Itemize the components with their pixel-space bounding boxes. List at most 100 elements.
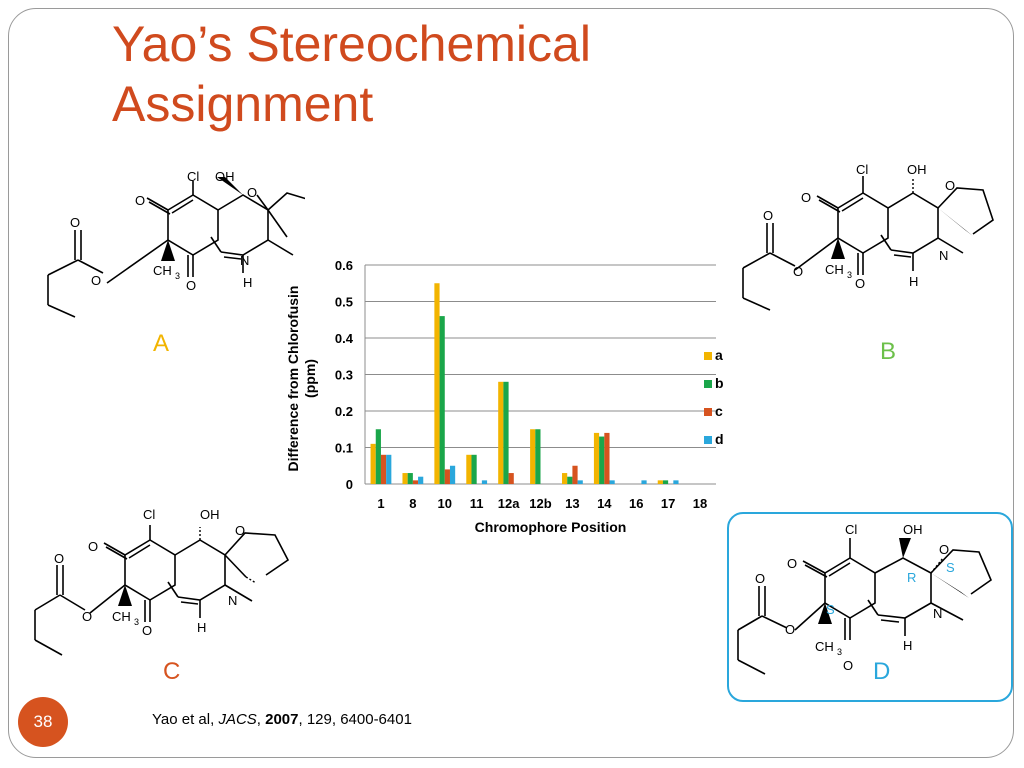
structure-d: Cl OH O N H O O O O CH 3 R S S bbox=[733, 518, 1009, 688]
atom-n: N bbox=[228, 593, 237, 608]
legend-label-c: c bbox=[715, 403, 723, 419]
bar bbox=[508, 473, 514, 484]
x-tick-label: 8 bbox=[409, 496, 416, 511]
atom-cl: Cl bbox=[845, 522, 857, 537]
bar bbox=[530, 429, 536, 484]
y-tick-label: 0 bbox=[346, 477, 353, 492]
bar bbox=[599, 436, 605, 484]
bar bbox=[562, 473, 568, 484]
structure-d-highlight-box bbox=[727, 512, 1013, 702]
y-axis-title-line1: Difference from Chlorofusin bbox=[285, 286, 301, 472]
structure-a: Cl OH O N H O O O O CH 3 bbox=[35, 165, 308, 325]
x-tick-label: 17 bbox=[661, 496, 675, 511]
atom-o-ring: O bbox=[939, 542, 949, 557]
legend-label-b: b bbox=[715, 375, 724, 391]
atom-o-ketone: O bbox=[855, 276, 865, 291]
x-axis-title: Chromophore Position bbox=[475, 519, 627, 535]
citation-sep: , bbox=[256, 711, 266, 728]
slide-number-badge: 38 bbox=[18, 697, 68, 747]
atom-o-carbonyl: O bbox=[763, 208, 773, 223]
atom-oh: OH bbox=[907, 162, 927, 177]
bar bbox=[466, 454, 472, 484]
atom-oh: OH bbox=[903, 522, 923, 537]
atom-n: N bbox=[939, 248, 948, 263]
atom-o-ester: O bbox=[793, 264, 803, 279]
y-tick-label: 0.6 bbox=[335, 258, 353, 273]
bar bbox=[449, 465, 456, 484]
atom-h: H bbox=[909, 274, 918, 289]
y-tick-label: 0.3 bbox=[335, 368, 353, 383]
atom-o-ketone: O bbox=[142, 623, 152, 638]
atom-o-carbonyl: O bbox=[755, 571, 765, 586]
atom-sub3: 3 bbox=[847, 270, 852, 280]
atom-o-top: O bbox=[88, 539, 98, 554]
y-tick-label: 0.4 bbox=[335, 331, 354, 346]
stereo-label-r: R bbox=[907, 570, 916, 585]
atom-o-ester: O bbox=[785, 622, 795, 637]
atom-cl: Cl bbox=[856, 162, 868, 177]
structure-b: Cl OH O N H O O O O CH 3 bbox=[735, 158, 1005, 323]
atom-o-ester: O bbox=[82, 609, 92, 624]
atom-ch3: CH bbox=[153, 263, 172, 278]
atom-o-top: O bbox=[135, 193, 145, 208]
label-c: C bbox=[163, 658, 181, 685]
atom-o-ring: O bbox=[247, 185, 257, 200]
atom-o-carbonyl: O bbox=[54, 551, 64, 566]
atom-o-top: O bbox=[787, 556, 797, 571]
bar bbox=[407, 473, 413, 484]
legend-swatch bbox=[704, 408, 712, 416]
x-tick-label: 16 bbox=[629, 496, 643, 511]
y-tick-label: 0.2 bbox=[335, 404, 353, 419]
bar bbox=[444, 469, 450, 484]
bar bbox=[593, 432, 600, 484]
bar bbox=[498, 381, 504, 484]
atom-n: N bbox=[933, 606, 942, 621]
x-tick-label: 11 bbox=[470, 496, 484, 511]
bar bbox=[572, 465, 578, 484]
bar bbox=[673, 480, 679, 484]
x-tick-label: 12b bbox=[529, 496, 551, 511]
y-tick-label: 0.1 bbox=[335, 441, 353, 456]
bar bbox=[567, 476, 573, 484]
bar bbox=[402, 473, 408, 484]
title-line-1: Yao’s Stereochemical bbox=[112, 16, 591, 72]
atom-n: N bbox=[240, 253, 249, 268]
atom-o-top: O bbox=[801, 190, 811, 205]
bar bbox=[370, 443, 376, 484]
atom-ch3: CH bbox=[815, 639, 834, 654]
citation-year: 2007 bbox=[265, 711, 299, 728]
atom-ch3: CH bbox=[825, 262, 844, 277]
bar bbox=[577, 480, 583, 484]
bar bbox=[412, 480, 419, 484]
atom-oh: OH bbox=[200, 507, 220, 522]
bar bbox=[535, 429, 541, 484]
atom-o-carbonyl: O bbox=[70, 215, 80, 230]
atom-o-ring: O bbox=[945, 178, 955, 193]
x-tick-label: 1 bbox=[377, 496, 384, 511]
legend-label-d: d bbox=[715, 431, 724, 447]
citation-rest: , 129, 6400-6401 bbox=[298, 711, 412, 728]
bar bbox=[662, 480, 669, 484]
slide-number: 38 bbox=[33, 712, 53, 731]
legend-swatch bbox=[704, 352, 712, 360]
atom-h: H bbox=[243, 275, 252, 290]
atom-o-ester: O bbox=[91, 273, 101, 288]
structure-c: Cl OH O N H O O O O CH 3 bbox=[30, 505, 300, 670]
legend-label-a: a bbox=[715, 347, 723, 363]
atom-sub3: 3 bbox=[134, 617, 139, 627]
bar bbox=[609, 480, 615, 484]
atom-cl: Cl bbox=[187, 169, 199, 184]
x-tick-label: 10 bbox=[438, 496, 452, 511]
citation-journal: JACS bbox=[218, 711, 257, 728]
legend-swatch bbox=[704, 436, 712, 444]
bar bbox=[434, 283, 440, 484]
citation: Yao et al, JACS, 2007, 129, 6400-6401 bbox=[152, 711, 412, 728]
bar bbox=[471, 454, 477, 484]
atom-sub3: 3 bbox=[175, 271, 180, 281]
bar bbox=[604, 432, 610, 484]
atom-oh: OH bbox=[215, 169, 235, 184]
bar bbox=[375, 429, 381, 484]
y-axis-title-line2: (ppm) bbox=[302, 359, 318, 398]
